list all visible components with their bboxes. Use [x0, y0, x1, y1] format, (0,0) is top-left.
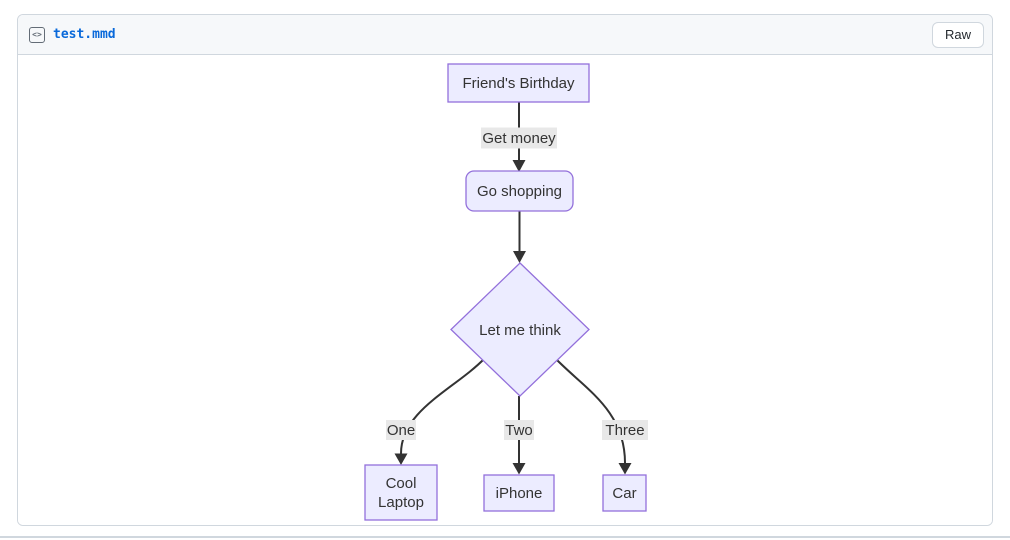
edge-label-one: One — [387, 422, 415, 439]
edge-label-bg-two — [504, 420, 534, 440]
node-shopping-label: Go shopping — [477, 183, 562, 200]
mermaid-flowchart: Get money One Two Three Friend's Birthda… — [364, 63, 648, 521]
arrowhead-into-iphone — [512, 463, 526, 475]
arrowhead-into-shopping — [512, 160, 526, 172]
section-divider — [0, 536, 1010, 538]
node-decision-diamond — [450, 262, 590, 397]
edge-label-two: Two — [505, 422, 533, 439]
raw-button[interactable]: Raw — [931, 21, 984, 48]
edge-label-bg-get-money — [481, 127, 557, 149]
file-viewer-card: <> test.mmd Raw Get money One Two T — [17, 14, 993, 526]
node-shopping — [465, 170, 574, 212]
edge-label-bg-one — [386, 420, 416, 440]
edge-decision-to-car — [554, 357, 626, 464]
edge-label-bg-three — [602, 420, 648, 440]
node-birthday-label: Friend's Birthday — [462, 75, 575, 92]
node-laptop-label-line2: Laptop — [378, 494, 424, 511]
diagram-container: Get money One Two Three Friend's Birthda… — [18, 55, 992, 525]
node-iphone-label: iPhone — [496, 485, 543, 502]
file-name-link[interactable]: test.mmd — [53, 27, 116, 42]
node-car — [602, 474, 647, 512]
node-decision-label: Let me think — [479, 322, 561, 339]
edge-label-get-money: Get money — [482, 130, 556, 147]
node-birthday — [447, 63, 590, 103]
arrowhead-into-car — [618, 463, 632, 475]
file-code-icon: <> — [29, 26, 45, 43]
node-laptop-label-line1: Cool — [386, 475, 417, 492]
arrowhead-into-laptop — [394, 453, 408, 465]
node-iphone — [483, 474, 555, 512]
edge-label-three: Three — [605, 422, 644, 439]
arrowhead-into-decision — [513, 251, 526, 263]
node-laptop — [364, 464, 438, 521]
file-header: <> test.mmd Raw — [18, 15, 992, 55]
node-car-label: Car — [612, 485, 636, 502]
